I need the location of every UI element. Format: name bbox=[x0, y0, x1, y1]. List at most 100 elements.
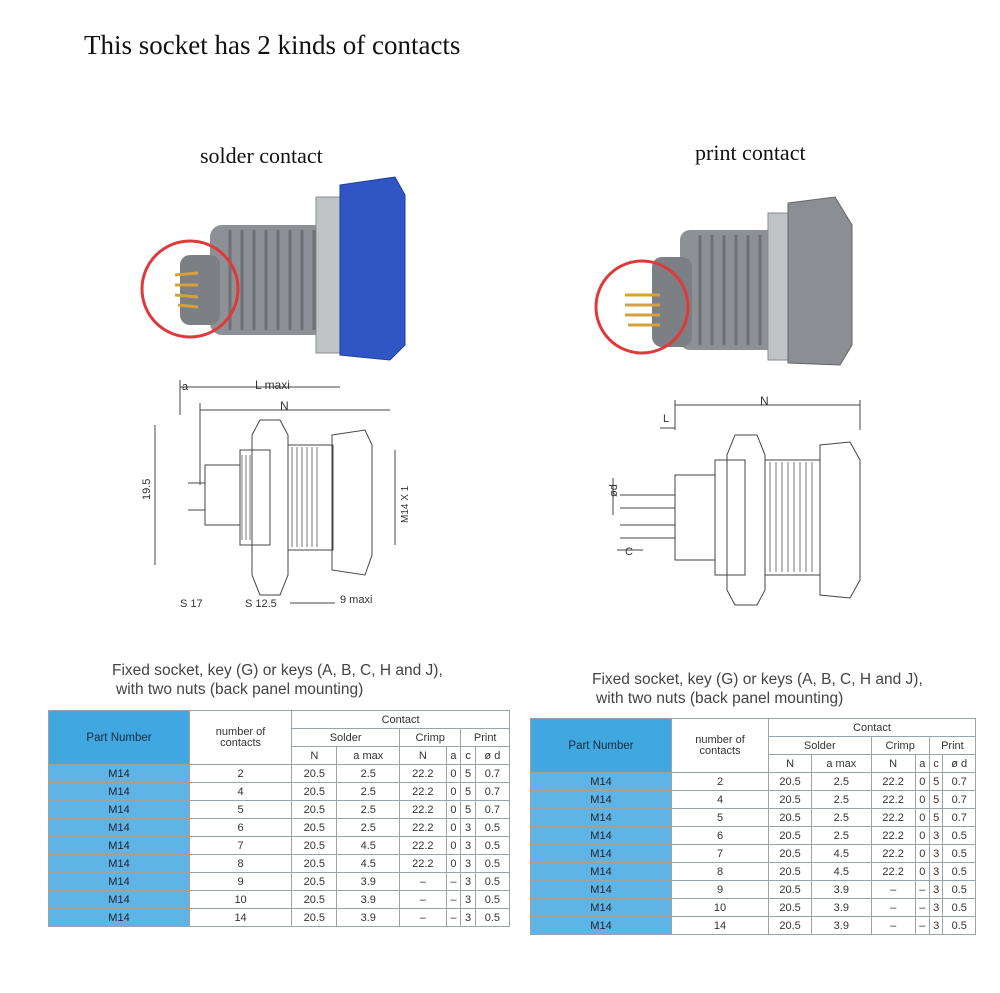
table-cell: 2.5 bbox=[336, 818, 401, 837]
solder-contact-photo bbox=[140, 176, 406, 361]
table-cell: 0.5 bbox=[942, 880, 976, 899]
table-cell: – bbox=[445, 872, 462, 891]
table-cell: 3 bbox=[460, 908, 476, 927]
table-cell: 2.5 bbox=[336, 764, 401, 783]
table-cell: 2.5 bbox=[336, 782, 401, 801]
svg-text:N: N bbox=[760, 394, 769, 408]
part-number-cell: M14 bbox=[530, 844, 672, 863]
part-number-cell: M14 bbox=[48, 836, 190, 855]
solder-pins bbox=[174, 271, 199, 309]
page-title: This socket has 2 kinds of contacts bbox=[84, 30, 461, 60]
table-cell: 22.2 bbox=[870, 862, 916, 881]
table-cell: 22.2 bbox=[870, 790, 916, 809]
table-cell: 22.2 bbox=[870, 844, 916, 863]
table-cell: 5 bbox=[460, 800, 476, 819]
table-cell: 4.5 bbox=[336, 836, 401, 855]
table-cell: 3.9 bbox=[336, 872, 401, 891]
svg-text:S 17: S 17 bbox=[180, 598, 203, 610]
table-cell: 0 bbox=[445, 818, 462, 837]
table-cell: 5 bbox=[460, 764, 476, 783]
part-number-cell: M14 bbox=[530, 898, 672, 917]
right-table-heading: Fixed socket, key (G) or keys (A, B, C, … bbox=[592, 671, 923, 707]
table-cell: 2 bbox=[188, 764, 293, 783]
table-cell: – bbox=[445, 908, 462, 927]
table-cell: 0.5 bbox=[474, 908, 511, 927]
svg-text:L maxi: L maxi bbox=[255, 378, 290, 392]
highlight-circle bbox=[140, 239, 240, 339]
table-cell: – bbox=[399, 890, 447, 909]
table-cell: 2.5 bbox=[811, 790, 872, 809]
table-cell: 20.5 bbox=[291, 872, 338, 891]
svg-text:M14 X 1: M14 X 1 bbox=[400, 485, 411, 523]
table-cell: – bbox=[914, 916, 930, 935]
table-cell: 5 bbox=[460, 782, 476, 801]
part-number-cell: M14 bbox=[530, 916, 672, 935]
table-cell: 6 bbox=[188, 818, 293, 837]
table-cell: 7 bbox=[188, 836, 293, 855]
table-cell: 0 bbox=[914, 772, 930, 791]
table-cell: 20.5 bbox=[291, 908, 338, 927]
table-cell: 2.5 bbox=[336, 800, 401, 819]
table-cell: 20.5 bbox=[768, 808, 813, 827]
table-cell: 14 bbox=[670, 916, 770, 935]
part-number-cell: M14 bbox=[48, 800, 190, 819]
table-cell: 0.5 bbox=[474, 818, 511, 837]
table-cell: 4.5 bbox=[811, 844, 872, 863]
table-cell: 22.2 bbox=[399, 854, 447, 873]
table-cell: 4.5 bbox=[811, 862, 872, 881]
table-cell: 3 bbox=[460, 890, 476, 909]
table-cell: 20.5 bbox=[291, 782, 338, 801]
table-cell: 0.5 bbox=[474, 836, 511, 855]
table-cell: 22.2 bbox=[399, 782, 447, 801]
part-number-cell: M14 bbox=[530, 772, 672, 791]
table-cell: 0.5 bbox=[942, 916, 976, 935]
table-cell: 3 bbox=[928, 898, 944, 917]
contact-header: Contact bbox=[291, 710, 510, 729]
table-cell: – bbox=[870, 898, 916, 917]
table-cell: 0.7 bbox=[474, 764, 511, 783]
left-table-heading: Fixed socket, key (G) or keys (A, B, C, … bbox=[112, 662, 443, 698]
svg-text:19.5: 19.5 bbox=[141, 479, 153, 500]
table-cell: 0 bbox=[445, 836, 462, 855]
table-cell: 9 bbox=[188, 872, 293, 891]
table-cell: 0.5 bbox=[474, 854, 511, 873]
table-cell: 10 bbox=[670, 898, 770, 917]
table-cell: 20.5 bbox=[291, 818, 338, 837]
table-cell: 22.2 bbox=[399, 818, 447, 837]
table-cell: 0.5 bbox=[474, 890, 511, 909]
part-number-header: Part Number bbox=[48, 710, 190, 765]
table-cell: 0 bbox=[445, 782, 462, 801]
part-number-cell: M14 bbox=[48, 782, 190, 801]
svg-text:ød: ød bbox=[608, 484, 620, 497]
part-number-cell: M14 bbox=[48, 854, 190, 873]
table-cell: 22.2 bbox=[399, 800, 447, 819]
table-cell: 0.5 bbox=[942, 862, 976, 881]
table-cell: 7 bbox=[670, 844, 770, 863]
table-cell: 5 bbox=[928, 808, 944, 827]
table-cell: 20.5 bbox=[768, 826, 813, 845]
table-cell: 3.9 bbox=[336, 890, 401, 909]
table-cell: 5 bbox=[928, 790, 944, 809]
table-cell: 3 bbox=[928, 826, 944, 845]
table-cell: 20.5 bbox=[768, 880, 813, 899]
table-cell: 3 bbox=[928, 916, 944, 935]
table-cell: 3 bbox=[460, 854, 476, 873]
table-cell: 0 bbox=[914, 808, 930, 827]
contact-header: Contact bbox=[768, 718, 976, 737]
table-cell: 3 bbox=[460, 872, 476, 891]
table-cell: 22.2 bbox=[870, 772, 916, 791]
table-cell: 3 bbox=[928, 844, 944, 863]
